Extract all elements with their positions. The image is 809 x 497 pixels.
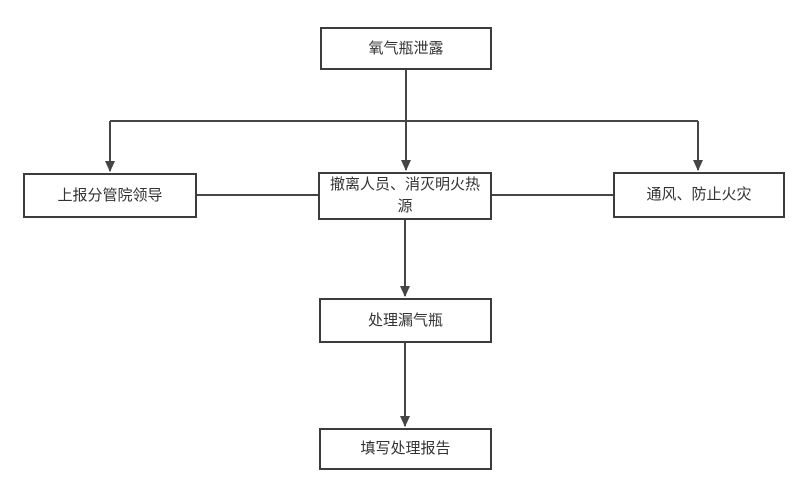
flow-node-label: 填写处理报告: [360, 440, 451, 458]
flow-node-write-report: 填写处理报告: [319, 428, 492, 470]
flow-node-label: 撤离人员、消灭明火热源: [329, 176, 480, 215]
flow-node-label: 氧气瓶泄露: [368, 39, 444, 57]
flow-node-ventilate-prevent-fire: 通风、防止火灾: [613, 172, 785, 218]
flow-node-evacuate-eliminate-flames: 撤离人员、消灭明火热源: [318, 172, 492, 220]
flow-node-oxygen-cylinder-leak: 氧气瓶泄露: [320, 27, 492, 70]
flow-node-label: 上报分管院领导: [57, 186, 163, 204]
flow-node-label: 处理漏气瓶: [367, 311, 443, 329]
flow-node-handle-leaking-cylinder: 处理漏气瓶: [319, 298, 492, 343]
flow-node-label: 通风、防止火灾: [646, 186, 752, 204]
flow-node-report-to-leaders: 上报分管院领导: [23, 173, 197, 218]
